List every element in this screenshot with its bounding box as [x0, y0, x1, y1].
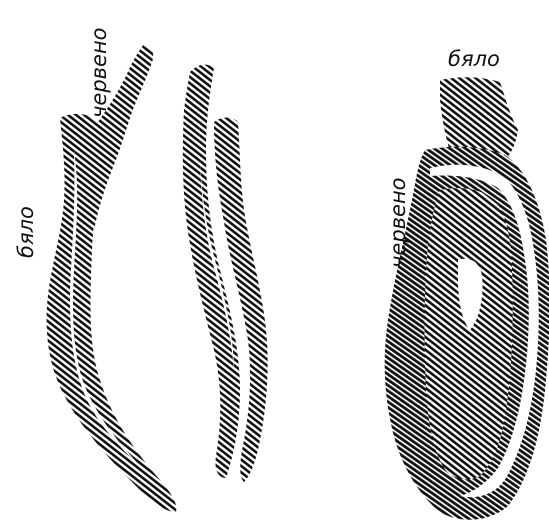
right-figure — [385, 77, 549, 520]
label-right-red: червено — [386, 177, 410, 268]
right-inner-core — [425, 188, 513, 479]
label-left-red: червено — [87, 27, 111, 118]
label-left-white: бяло — [14, 206, 38, 258]
label-right-white: бяло — [448, 47, 500, 71]
left-outer-band — [47, 114, 177, 512]
left-figure — [47, 44, 268, 512]
